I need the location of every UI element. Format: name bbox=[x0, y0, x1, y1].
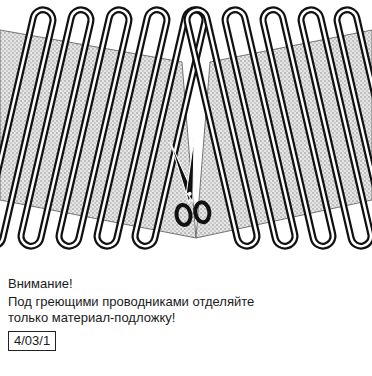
warning-heading: Внимание! bbox=[8, 276, 338, 292]
cable-loop bbox=[335, 8, 372, 248]
warning-note: Под греющими проводниками отделяйте толь… bbox=[8, 294, 270, 326]
scissors-symbol bbox=[166, 138, 210, 226]
heating-cable bbox=[0, 8, 372, 248]
code-box: 4/03/1 bbox=[8, 331, 56, 351]
cable-loop bbox=[335, 8, 372, 248]
code-text: 4/03/1 bbox=[14, 333, 50, 349]
